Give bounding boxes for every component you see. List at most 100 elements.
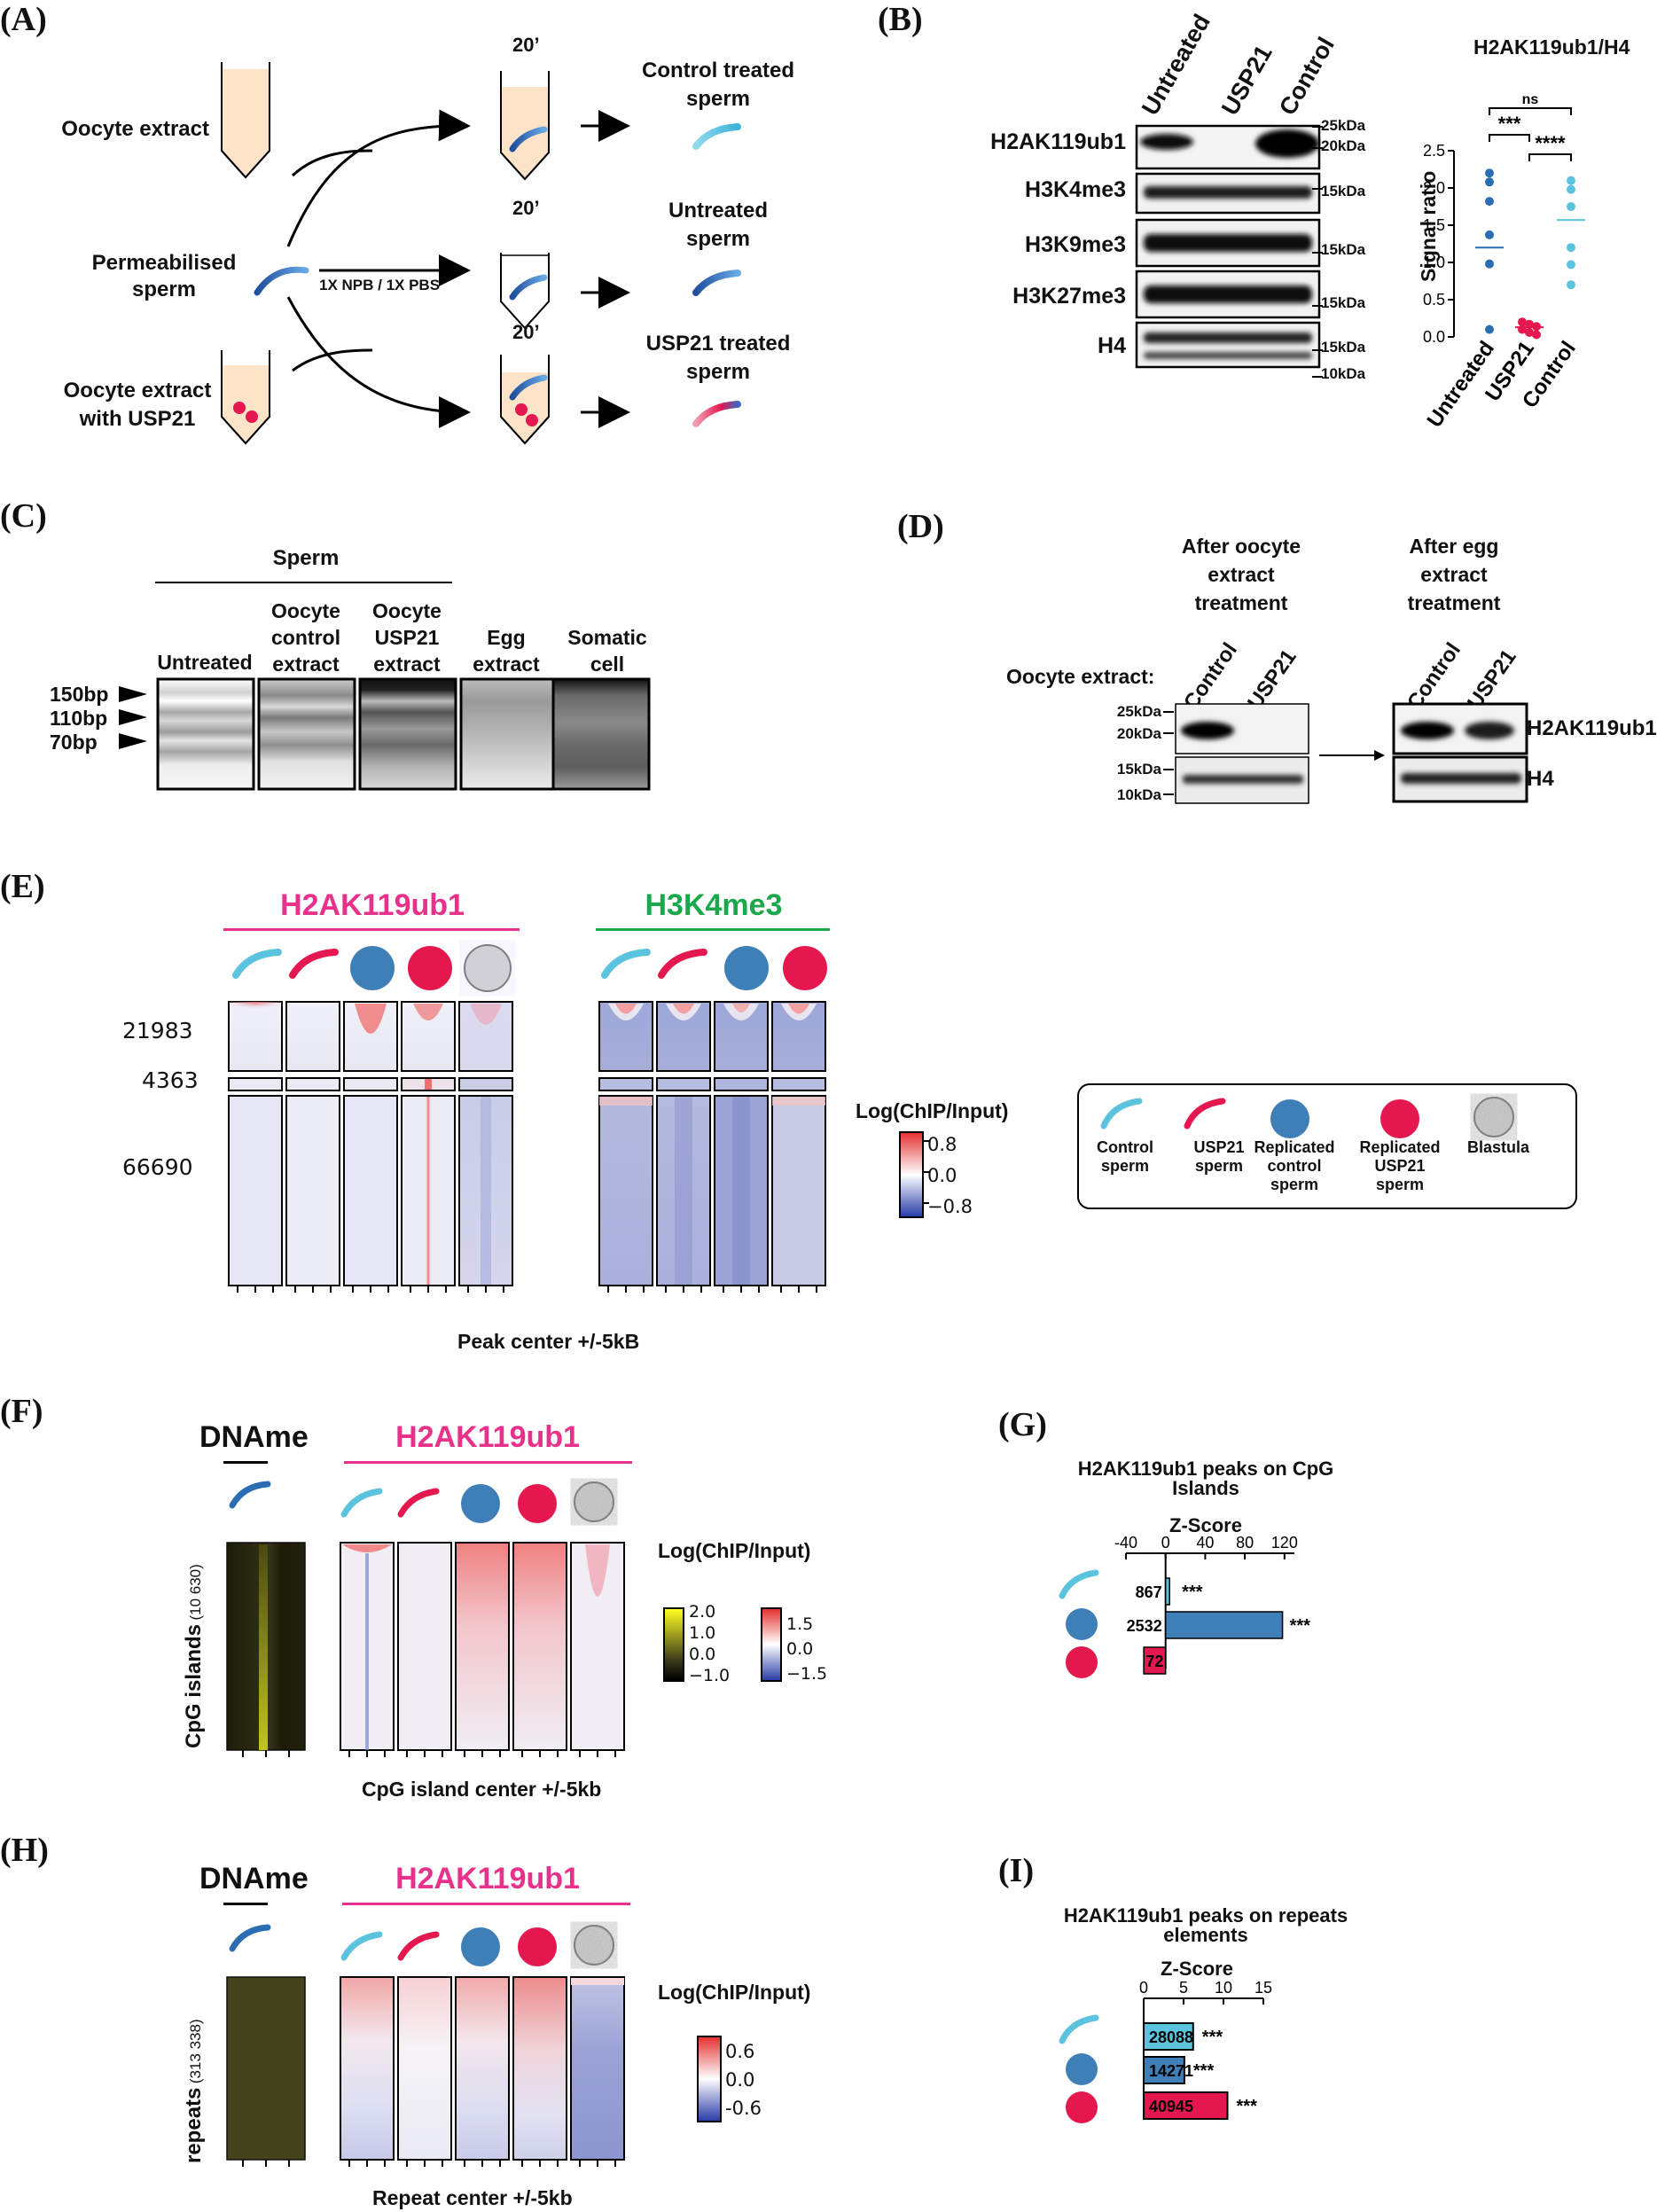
h-xlabel: Repeat center +/-5kb	[372, 2186, 573, 2209]
panel-label-b: (B)	[878, 1, 923, 38]
b-lane-untreated: Untreated	[1137, 9, 1215, 120]
replicated-control-icon	[1066, 1608, 1098, 1640]
bar	[1143, 2091, 1229, 2120]
panel-label-g: (G)	[998, 1406, 1047, 1443]
e-ticks	[237, 1286, 817, 1293]
panel-label-a: (A)	[0, 1, 47, 38]
data-point	[1567, 280, 1575, 290]
e-icons-left	[232, 944, 512, 992]
h-scale-title: Log(ChIP/Input)	[658, 1981, 811, 2004]
panel-label-c: (C)	[0, 497, 47, 535]
bar-label: 2532	[1127, 1617, 1162, 1635]
usp21-sperm-icon	[692, 401, 741, 427]
b-scatter-chart: 0.00.51.01.52.02.5UntreatedUSP21Controln…	[1423, 92, 1585, 432]
b-chart-title: H2AK119ub1/H4	[1473, 35, 1630, 59]
h-title-line	[342, 1903, 630, 1905]
d-western-blots	[1163, 702, 1528, 804]
panel-label-e: (E)	[0, 868, 45, 905]
sig-ns	[1489, 107, 1572, 115]
e-icons-right	[601, 946, 827, 990]
a-time-1: 20’	[512, 34, 540, 56]
replicated-usp21-icon	[1066, 2091, 1098, 2123]
h-dname-title: DNAme	[199, 1862, 309, 1895]
c-gel	[156, 677, 651, 791]
data-point	[1485, 230, 1494, 239]
panel-label-h: (H)	[0, 1832, 49, 1869]
replicated-control-icon	[1066, 2053, 1098, 2085]
e-legend	[1077, 1083, 1577, 1209]
bar-stars: ***	[1193, 2061, 1215, 2081]
f-dname-line	[223, 1461, 268, 1464]
e-count-2: 4363	[142, 1067, 199, 1093]
tube-untreated	[500, 253, 550, 330]
c-marker-70: 70bp	[50, 731, 98, 754]
g-xlabel: Z-Score	[1169, 1514, 1242, 1536]
f-ylabel: CpG islands (10 630)	[182, 1564, 206, 1748]
panel-label-d: (D)	[897, 508, 944, 545]
h-colorbar	[697, 2036, 722, 2122]
c-marker-150: 150bp	[50, 683, 109, 706]
f-colorbar-redblue	[761, 1607, 782, 1682]
x-tick-label: 10	[1215, 1979, 1232, 1997]
i-xlabel: Z-Score	[1161, 1958, 1233, 1980]
b-lane-usp21: USP21	[1216, 40, 1278, 120]
e-title-line-left	[223, 928, 520, 931]
d-row-h2ak119ub1: H2AK119ub1	[1527, 716, 1657, 740]
sig-usp21-control	[1528, 153, 1572, 161]
a-oocyte-extract-label: Oocyte extract	[61, 117, 209, 141]
data-point	[1567, 202, 1575, 211]
sig-untreated-usp21-label: ***	[1498, 113, 1521, 135]
e-colorbar	[899, 1131, 924, 1218]
b-row-h4: H4	[1098, 333, 1126, 358]
g-title: H2AK119ub1 peaks on CpG Islands	[1077, 1458, 1334, 1499]
b-row-h3k9me3: H3K9me3	[1025, 232, 1126, 257]
b-mw-markers: 25kDa 20kDa 15kDa 15kDa 15kDa 15kDa 10kD…	[1321, 117, 1366, 382]
b-row-h3k27me3: H3K27me3	[1012, 284, 1126, 309]
tube-usp21-extract	[221, 350, 270, 445]
bar-label: 40945	[1149, 2098, 1193, 2115]
panel-label-f: (F)	[0, 1393, 43, 1430]
data-point	[1518, 317, 1527, 327]
bar-label: 14271	[1149, 2062, 1193, 2080]
data-point	[1525, 327, 1534, 337]
x-tick-label: 0	[1161, 1534, 1170, 1552]
data-point	[1485, 168, 1494, 178]
x-tick-label: 5	[1179, 1979, 1188, 1997]
c-markers: 150bp 110bp 70bp	[50, 683, 108, 754]
bar	[1143, 1646, 1167, 1675]
data-point	[1485, 259, 1494, 269]
e-colorbar-tick-marks	[924, 1140, 929, 1204]
f-scale-title: Log(ChIP/Input)	[658, 1539, 811, 1562]
x-tick-label: 0	[1139, 1979, 1148, 1997]
data-point	[1567, 243, 1575, 253]
panel-label-i: (I)	[998, 1852, 1035, 1889]
y-tick-label: 2.5	[1423, 142, 1445, 160]
data-point	[1532, 330, 1541, 340]
e-xlabel: Peak center +/-5kB	[457, 1330, 640, 1353]
tube-oocyte-extract	[221, 62, 270, 179]
e-title-line-right	[596, 928, 830, 931]
e-count-3: 66690	[122, 1154, 193, 1180]
data-point	[1567, 260, 1575, 270]
tube-control	[500, 71, 550, 181]
untreated-sperm-icon	[692, 270, 741, 296]
y-tick-label: 2.0	[1423, 179, 1445, 197]
h-dname-line	[223, 1903, 268, 1905]
b-row-h2ak119ub1: H2AK119ub1	[990, 129, 1126, 154]
c-group-label: Sperm	[272, 546, 340, 570]
b-western-blots	[1135, 124, 1321, 369]
f-heatmaps	[226, 1481, 625, 1757]
bar	[1164, 1611, 1284, 1639]
h-heatmaps	[226, 1924, 625, 2167]
e-heatmaps	[228, 944, 827, 1293]
y-tick-label: 1.5	[1423, 216, 1445, 234]
